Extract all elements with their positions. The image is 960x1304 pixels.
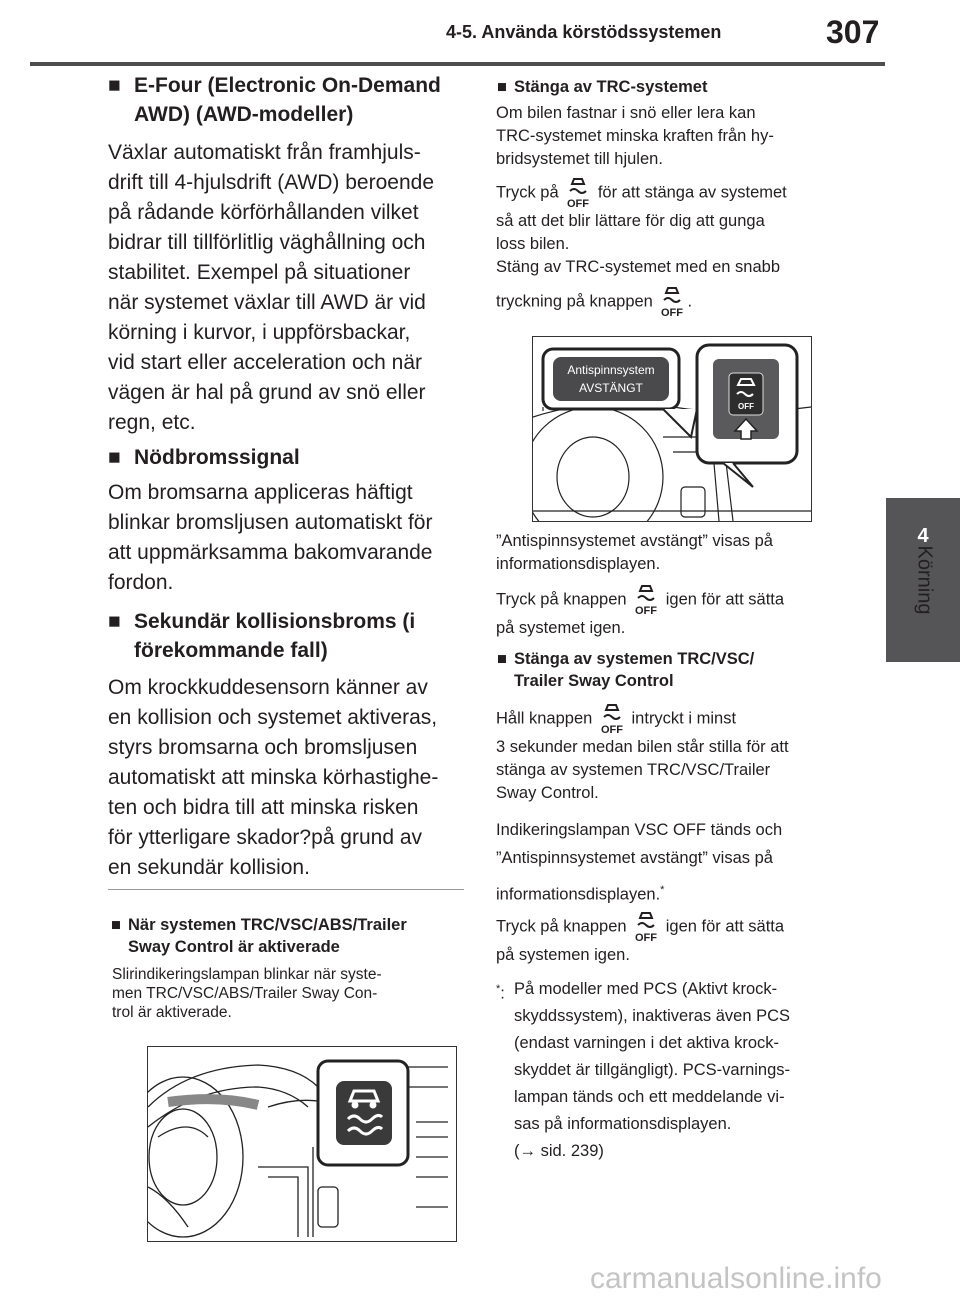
trc-off-button-icon: OFF bbox=[631, 583, 661, 617]
slip-indicator-illustration bbox=[147, 1046, 457, 1242]
trc-off-button-icon: OFF bbox=[631, 910, 661, 944]
all-off-p2: Indikeringslampan VSC OFF tänds och ”Ant… bbox=[496, 821, 783, 904]
nodbroms-heading: ■ Nödbromssignal bbox=[108, 446, 300, 469]
bullet-square-icon: ■ bbox=[108, 610, 121, 633]
trc-off-p4: ”Antispinnsystemet avstängt” visas på in… bbox=[496, 532, 773, 573]
watermark: carmanualsonline.info bbox=[590, 1262, 882, 1295]
bullet-square-icon: ■ bbox=[111, 916, 121, 934]
efour-body: Växlar automatiskt från framhjuls-drift … bbox=[108, 141, 434, 434]
section-title: 4-5. Använda körstödssystemen bbox=[446, 22, 722, 42]
svg-text:OFF: OFF bbox=[635, 605, 657, 617]
bullet-square-icon: ■ bbox=[108, 446, 121, 469]
efour-heading-line1: E-Four (Electronic On-Demand bbox=[134, 74, 441, 97]
trc-off-button-icon: OFF bbox=[563, 176, 593, 210]
sekundar-heading: ■ Sekundär kollisionsbroms (i bbox=[108, 610, 416, 633]
divider bbox=[108, 889, 464, 890]
display-line2: AVSTÄNGT bbox=[579, 381, 643, 395]
chapter-tab[interactable]: 4 bbox=[886, 498, 960, 662]
all-off-p1: Håll knappen OFF intryckt i minst 3 seku… bbox=[496, 702, 789, 805]
svg-text:OFF: OFF bbox=[601, 724, 623, 736]
page-number: 307 bbox=[826, 14, 880, 50]
active-heading: ■ När systemen TRC/VSC/ABS/Trailer Sway … bbox=[111, 916, 407, 956]
svg-text:OFF: OFF bbox=[738, 402, 754, 411]
trc-off-heading: ■ Stänga av TRC-systemet bbox=[497, 78, 708, 96]
all-off-heading: ■ Stänga av systemen TRC/VSC/ Trailer Sw… bbox=[497, 650, 755, 690]
all-off-p3: Tryck på knappen OFF igen för att sätta … bbox=[496, 910, 784, 967]
efour-heading-line2: AWD) (AWD-modeller) bbox=[134, 103, 354, 126]
trc-off-button-illustration: Antispinnsystem AVSTÄNGT OFF bbox=[532, 336, 812, 522]
active-body: Slirindikeringslampan blinkar när syste-… bbox=[112, 966, 382, 1021]
arrow-right-icon: → bbox=[519, 1142, 537, 1160]
trc-off-button-icon: OFF bbox=[657, 285, 687, 319]
svg-text:OFF: OFF bbox=[567, 198, 589, 210]
trc-off-p2: Tryck på OFF för att stänga av systemet … bbox=[496, 176, 787, 319]
trc-off-p1: Om bilen fastnar i snö eller lera kan TR… bbox=[496, 104, 774, 168]
trc-off-p5: Tryck på knappen OFF igen för att sätta … bbox=[496, 583, 784, 640]
bullet-square-icon: ■ bbox=[108, 74, 121, 97]
svg-text:OFF: OFF bbox=[635, 932, 657, 944]
sekundar-heading-line2: förekommande fall) bbox=[134, 639, 328, 662]
display-line1: Antispinnsystem bbox=[567, 363, 654, 377]
svg-text:OFF: OFF bbox=[661, 307, 683, 319]
footnote: *: På modeller med PCS (Aktivt krock- sk… bbox=[496, 976, 790, 1165]
efour-heading: ■ E-Four (Electronic On-Demand bbox=[108, 74, 441, 98]
bullet-square-icon: ■ bbox=[497, 650, 507, 668]
trc-off-button-icon: OFF bbox=[597, 702, 627, 736]
bullet-square-icon: ■ bbox=[497, 78, 507, 96]
page-reference-link[interactable]: (→ sid. 239) bbox=[514, 1142, 604, 1160]
chapter-number: 4 bbox=[917, 525, 929, 547]
chapter-label: Körning bbox=[913, 545, 936, 615]
header-rule bbox=[30, 62, 885, 66]
